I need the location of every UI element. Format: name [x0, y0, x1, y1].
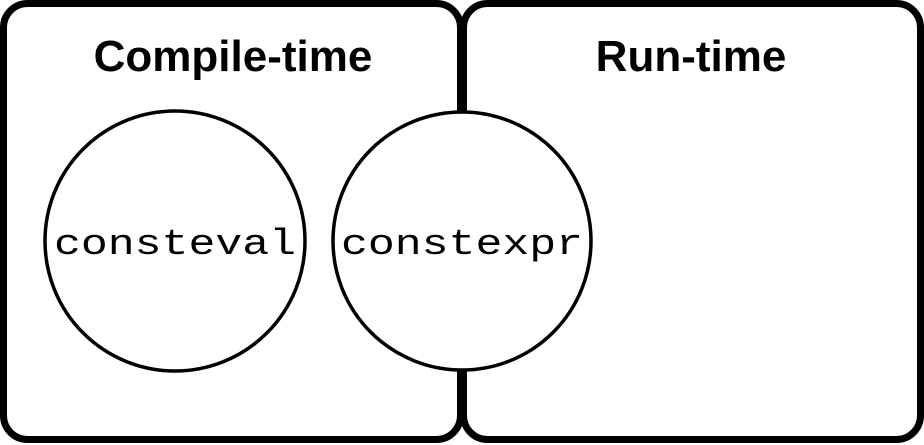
consteval-label: consteval [54, 224, 296, 265]
run-time-title: Run-time [596, 32, 787, 81]
consteval-circle [43, 109, 307, 373]
constexpr-label: constexpr [341, 224, 583, 265]
compile-time-title: Compile-time [94, 32, 373, 81]
constexpr-circle [331, 110, 593, 372]
